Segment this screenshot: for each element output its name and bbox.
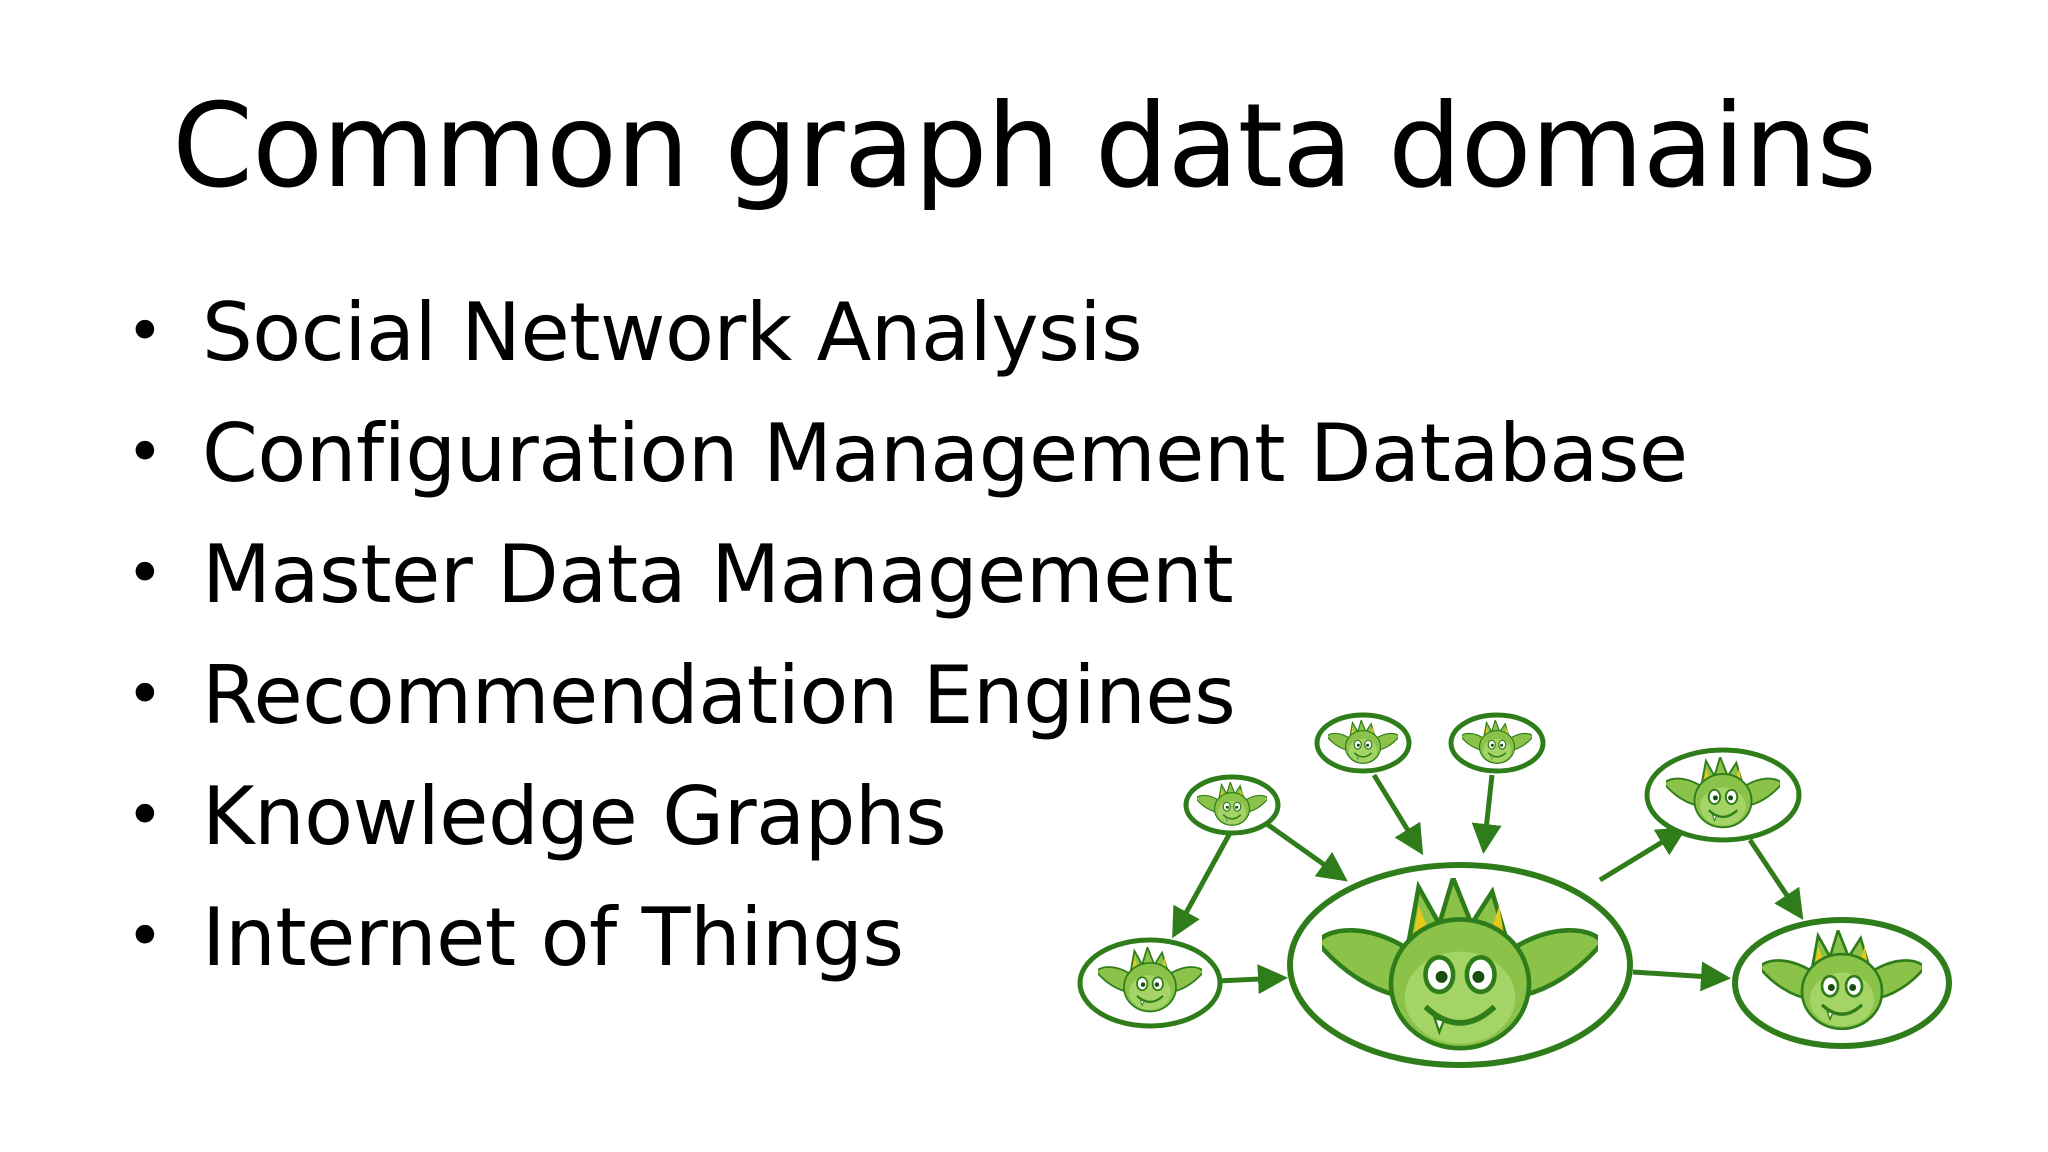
bullet-dot: •	[126, 295, 164, 369]
bullet-item: • Master Data Management	[120, 514, 1688, 635]
graph-node-hub	[1287, 862, 1633, 1068]
bullet-dot: •	[126, 537, 164, 611]
graph-edge	[1598, 826, 1688, 883]
graph-node	[1183, 774, 1281, 836]
bullet-text: Recommendation Engines	[202, 649, 1236, 742]
bullet-item: • Configuration Management Database	[120, 393, 1688, 514]
bullet-text: Social Network Analysis	[202, 286, 1143, 379]
bullet-text: Knowledge Graphs	[202, 770, 947, 863]
goblin-graph-network-icon	[1077, 712, 1952, 1068]
bullet-text: Configuration Management Database	[202, 407, 1688, 500]
bullet-item: • Recommendation Engines	[120, 635, 1688, 756]
bullet-text: Master Data Management	[202, 528, 1234, 621]
graph-node	[1314, 712, 1412, 774]
graph-edge	[1371, 773, 1424, 856]
bullet-item: • Knowledge Graphs	[120, 756, 1688, 877]
bullet-dot: •	[126, 416, 164, 490]
graph-node	[1077, 937, 1223, 1029]
bullet-dot: •	[126, 900, 164, 974]
graph-node	[1732, 917, 1952, 1049]
graph-edges	[1172, 773, 1804, 995]
bullet-dot: •	[126, 658, 164, 732]
slide-title: Common graph data domains	[172, 79, 1877, 214]
graph-edge	[1747, 838, 1804, 920]
graph-edge	[1632, 961, 1731, 992]
bullet-item: • Social Network Analysis	[120, 272, 1688, 393]
graph-edge	[1471, 774, 1502, 854]
graph-node	[1644, 747, 1802, 843]
graph-edge	[1172, 831, 1233, 939]
bullet-text: Internet of Things	[202, 891, 904, 984]
bullet-list: • Social Network Analysis • Configuratio…	[120, 272, 1688, 998]
bullet-item: • Internet of Things	[120, 877, 1688, 998]
bullet-dot: •	[126, 779, 164, 853]
graph-nodes	[1077, 712, 1952, 1068]
graph-node	[1448, 712, 1546, 774]
